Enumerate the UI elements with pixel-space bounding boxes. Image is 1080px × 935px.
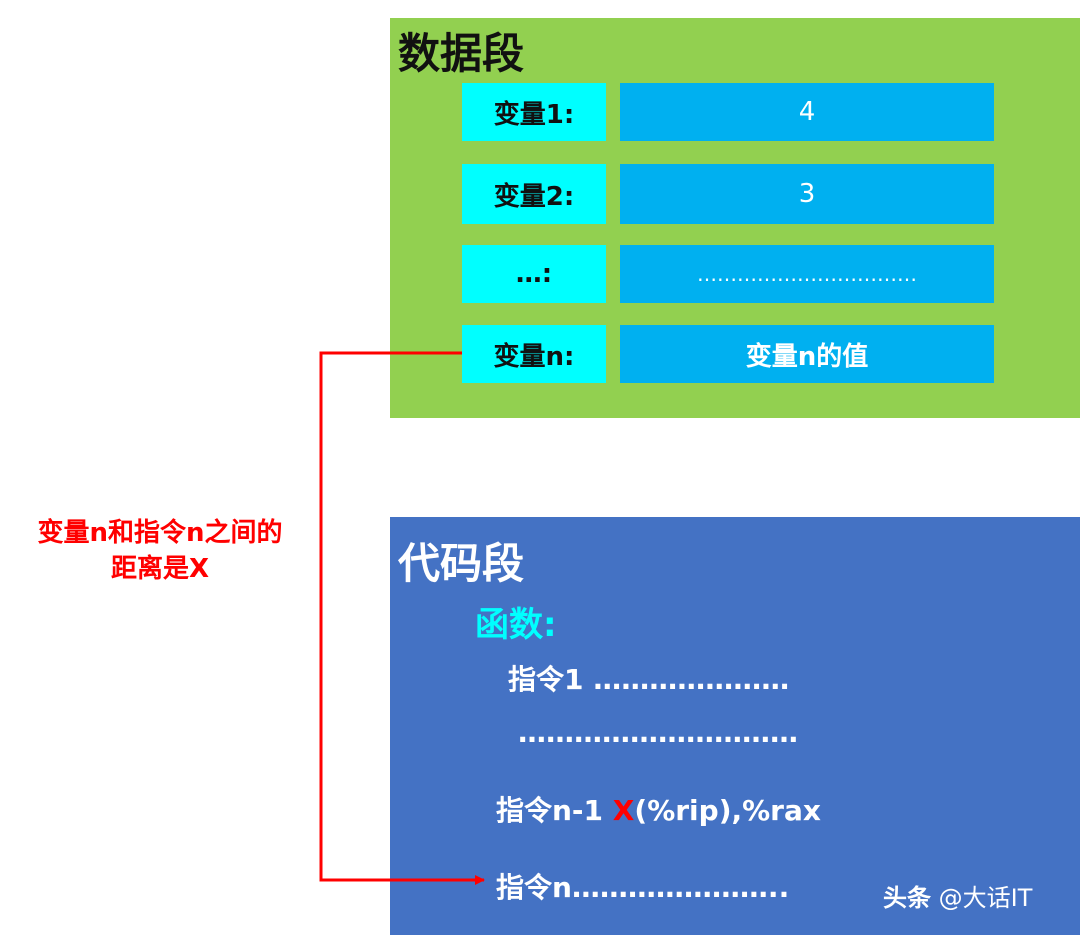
offset-x-marker: X (612, 794, 635, 827)
code-segment-title: 代码段 (398, 539, 525, 588)
variable-label-1: 变量1: (462, 83, 606, 141)
variable-label-n: 变量n: (462, 325, 606, 383)
connector-line (319, 351, 485, 885)
distance-annotation-line2: 距离是X (110, 554, 210, 584)
variable-value-1: 4 (620, 83, 994, 141)
variable-value-2: 3 (620, 164, 994, 224)
variable-label-ellipsis: …: (462, 245, 606, 303)
instruction-n-minus-1-prefix: 指令n-1 (496, 794, 613, 827)
function-label: 函数: (475, 605, 557, 645)
distance-annotation: 变量n和指令n之间的 距离是X (10, 515, 310, 587)
instruction-n: 指令n………………….. (496, 871, 790, 904)
instruction-ellipsis: ………………………… (518, 716, 798, 749)
watermark-handle: @大话IT (938, 884, 1033, 912)
distance-annotation-line1: 变量n和指令n之间的 (37, 518, 283, 548)
watermark: 头条 @大话IT (883, 878, 1032, 913)
variable-value-ellipsis: …………………………… (620, 245, 994, 303)
watermark-brand: 头条 (883, 884, 931, 912)
instruction-n-minus-1: 指令n-1 X(%rip),%rax (496, 789, 821, 829)
instruction-n-minus-1-operands: (%rip),%rax (634, 794, 821, 827)
data-segment-title: 数据段 (398, 29, 525, 78)
code-segment-box (390, 517, 1080, 935)
variable-value-n: 变量n的值 (620, 325, 994, 383)
variable-label-2: 变量2: (462, 164, 606, 224)
instruction-1: 指令1 ………………… (508, 663, 790, 696)
